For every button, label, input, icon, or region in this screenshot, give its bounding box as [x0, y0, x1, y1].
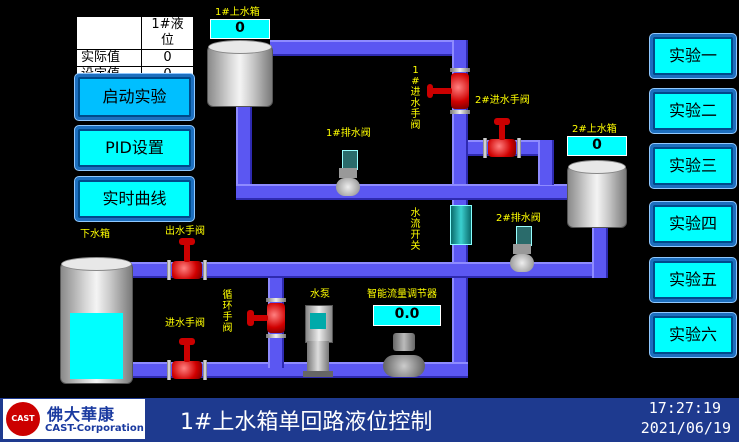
pipe-inlet2-down: [538, 140, 554, 185]
drain1-label: 1#排水阀: [326, 128, 371, 139]
start-experiment-button[interactable]: 启动实验: [75, 74, 194, 120]
drain2-solenoid-valve[interactable]: [510, 226, 534, 278]
outlet-valve-flange-left: [167, 260, 171, 280]
flow-switch-label: 水流开关: [410, 208, 421, 252]
company-logo: CAST 佛大華康 CAST-Corporation: [3, 399, 145, 439]
pipe-outlet-horizontal: [130, 262, 470, 278]
experiment-2-button[interactable]: 实验二: [650, 89, 736, 133]
inlet2-valve-stem: [499, 124, 505, 140]
upper1-level-display: 0: [210, 19, 270, 39]
flow-switch: [450, 205, 472, 245]
pipe-upper1-drain-down: [236, 105, 252, 200]
outlet-valve-stem: [184, 244, 190, 262]
inlet-valve-flange-right: [203, 360, 207, 380]
pipe-drain2-horizontal: [468, 262, 608, 278]
circulate-manual-valve[interactable]: [267, 303, 285, 333]
inlet-manual-valve[interactable]: [172, 361, 202, 379]
upper1-tank: [207, 40, 273, 107]
experiment-5-button[interactable]: 实验五: [650, 258, 736, 302]
actual-value-label: 实际值: [76, 49, 142, 67]
experiment-4-button[interactable]: 实验四: [650, 202, 736, 246]
upper2-tank-label: 2#上水箱: [572, 124, 617, 135]
inlet-valve-stem: [184, 344, 190, 362]
outlet-valve-flange-right: [203, 260, 207, 280]
drain1-solenoid-valve[interactable]: [336, 150, 360, 202]
inlet1-valve-flange-bottom: [450, 110, 470, 114]
pipe-upper1-drain-horizontal: [236, 184, 571, 200]
outlet-valve-knob[interactable]: [179, 238, 195, 245]
realtime-curve-button[interactable]: 实时曲线: [75, 177, 194, 221]
circulate-valve-knob[interactable]: [247, 310, 254, 326]
clock-time: 17:27:19: [648, 399, 721, 417]
flow-regulator[interactable]: [383, 333, 425, 378]
water-pump[interactable]: [303, 305, 333, 377]
inlet2-label: 2#进水手阀: [475, 95, 530, 106]
upper2-tank: [567, 160, 627, 228]
flow-regulator-label: 智能流量调节器: [367, 289, 437, 300]
experiment-6-button[interactable]: 实验六: [650, 313, 736, 357]
lower-tank-label: 下水箱: [80, 229, 110, 240]
circulate-manual-label: 循环手阀: [222, 290, 233, 334]
circulate-valve-flange-bottom: [266, 334, 286, 338]
pump-label: 水泵: [310, 289, 330, 300]
pipe-upper2-drain-down: [592, 225, 608, 278]
logo-chinese-name: 佛大華康: [47, 405, 116, 424]
inlet-valve-flange-left: [167, 360, 171, 380]
drain2-label: 2#排水阀: [496, 213, 541, 224]
inlet2-valve-flange-right: [517, 138, 521, 158]
experiment-1-button[interactable]: 实验一: [650, 34, 736, 78]
actual-value: 0: [141, 49, 194, 67]
logo-badge: CAST: [6, 402, 40, 436]
upper2-level-display: 0: [567, 136, 627, 156]
level-header: 1#液位: [141, 16, 194, 50]
circulate-valve-stem: [252, 315, 268, 321]
inlet-valve-knob[interactable]: [179, 338, 195, 345]
logo-english-name: CAST-Corporation: [45, 423, 144, 434]
outlet-manual-valve[interactable]: [172, 261, 202, 279]
inlet1-valve-flange-top: [450, 68, 470, 72]
inlet2-manual-valve[interactable]: [488, 139, 516, 157]
outlet-manual-label: 出水手阀: [165, 226, 205, 237]
flow-regulator-display: 0.0: [373, 305, 441, 326]
pid-settings-button[interactable]: PID设置: [75, 126, 194, 170]
inlet1-valve-handle[interactable]: [430, 88, 452, 94]
footer-bar: CAST 佛大華康 CAST-Corporation 1#上水箱单回路液位控制 …: [0, 398, 739, 442]
pipe-top: [270, 40, 465, 56]
inlet2-valve-knob[interactable]: [494, 118, 510, 125]
inlet1-vertical-label: 1#进水手阀: [410, 65, 421, 131]
inlet1-valve-knob: [427, 84, 433, 98]
lower-tank: [60, 257, 133, 384]
experiment-3-button[interactable]: 实验三: [650, 144, 736, 188]
upper1-tank-label: 1#上水箱: [215, 7, 260, 18]
inlet2-valve-flange-left: [483, 138, 487, 158]
inlet-manual-label: 进水手阀: [165, 318, 205, 329]
circulate-valve-flange-top: [266, 298, 286, 302]
lower-tank-water: [70, 313, 123, 379]
inlet1-manual-valve[interactable]: [451, 73, 469, 109]
clock-date: 2021/06/19: [640, 419, 731, 437]
page-title: 1#上水箱单回路液位控制: [180, 410, 433, 435]
